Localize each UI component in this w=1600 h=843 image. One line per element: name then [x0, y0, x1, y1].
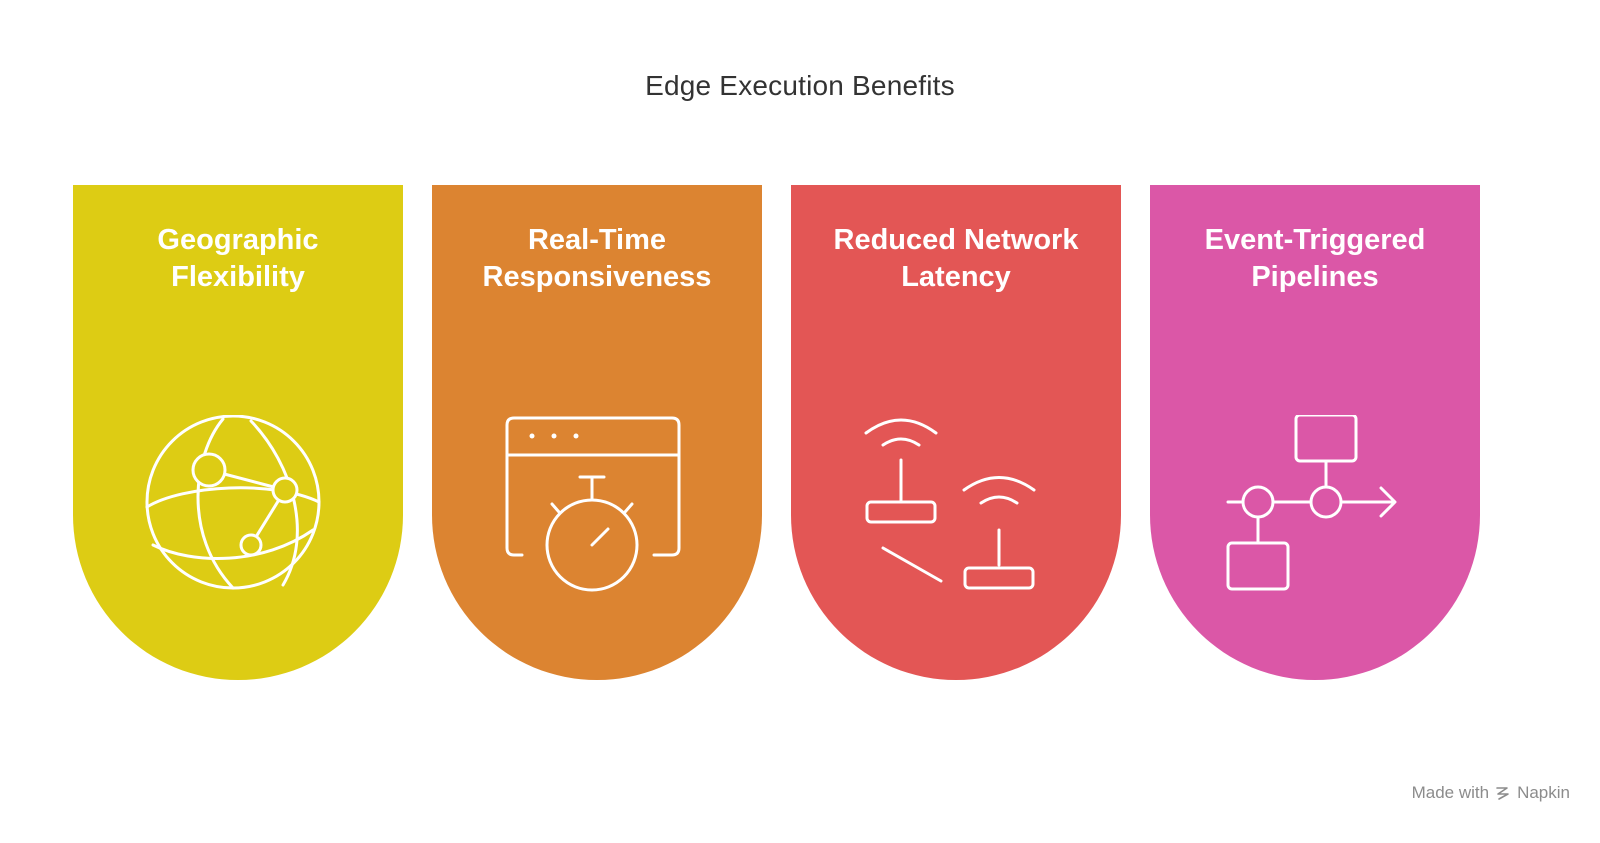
card-title-line: Real-Time [527, 224, 667, 256]
card-title-line: Pipelines [1251, 261, 1379, 293]
globe-network-icon [73, 415, 403, 615]
card-title-line: Geographic [157, 224, 319, 256]
card-title: Geographic Flexibility [83, 222, 393, 296]
card-event-triggered-pipelines: Event-Triggered Pipelines [1150, 185, 1480, 680]
card-title-line: Event-Triggered [1204, 224, 1426, 256]
card-reduced-network-latency: Reduced Network Latency [791, 185, 1121, 680]
card-title-line: Latency [901, 261, 1011, 293]
page-title: Edge Execution Benefits [645, 70, 955, 101]
napkin-logo-icon [1495, 785, 1511, 801]
pipeline-flow-icon [1150, 415, 1480, 615]
card-title: Reduced Network Latency [801, 222, 1111, 296]
card-title-line: Responsiveness [482, 261, 712, 293]
card-geographic-flexibility: Geographic Flexibility [73, 185, 403, 680]
browser-stopwatch-icon [432, 415, 762, 615]
card-title: Real-Time Responsiveness [442, 222, 752, 296]
routers-signal-icon [791, 415, 1121, 615]
card-title-line: Flexibility [171, 261, 305, 293]
card-real-time-responsiveness: Real-Time Responsiveness [432, 185, 762, 680]
watermark-brand: Napkin [1517, 783, 1570, 802]
watermark[interactable]: Made with Napkin [1412, 783, 1570, 803]
card-title: Event-Triggered Pipelines [1160, 222, 1470, 296]
watermark-made-with: Made with [1411, 783, 1490, 802]
card-title-line: Reduced Network [833, 224, 1079, 256]
